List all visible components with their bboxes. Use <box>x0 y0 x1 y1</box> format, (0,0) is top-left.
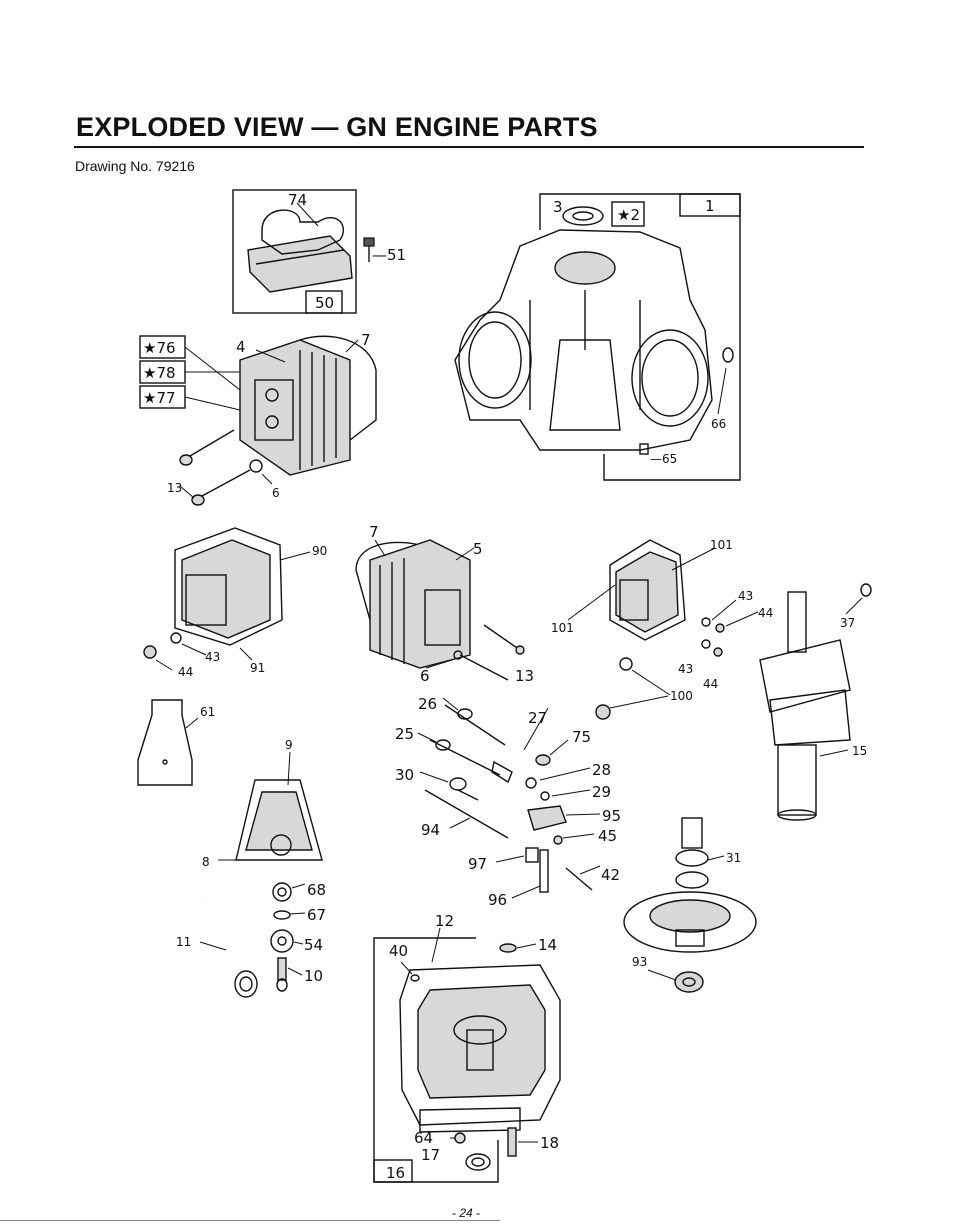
callout-96: 96 <box>488 891 507 909</box>
callout-66: 66 <box>711 417 726 431</box>
breather-assembly <box>218 751 323 992</box>
callout-43b: 43 <box>738 589 753 603</box>
callout-6a: 6 <box>272 486 280 500</box>
callout-101b: 101 <box>551 621 574 635</box>
callout-67: 67 <box>307 906 326 924</box>
callout-28: 28 <box>592 761 611 779</box>
callout-13a: 13 <box>167 481 182 495</box>
camshaft-assembly <box>623 817 757 993</box>
valve-train <box>417 697 601 899</box>
callout-68: 68 <box>307 881 326 899</box>
head-bolts <box>179 429 273 506</box>
callout-97: 97 <box>468 855 487 873</box>
callout-16: 16 <box>386 1164 405 1182</box>
callout-43c: 43 <box>678 662 693 676</box>
cylinder-block-group <box>454 193 741 481</box>
callout-74: 74 <box>288 191 307 209</box>
callout-18: 18 <box>540 1134 559 1152</box>
callout-50: 50 <box>315 294 334 312</box>
page-title: EXPLODED VIEW — GN ENGINE PARTS <box>76 112 598 142</box>
callout-45: 45 <box>598 827 617 845</box>
callout-4: 4 <box>236 338 246 356</box>
callout-13b: 13 <box>515 667 534 685</box>
callout-65: —65 <box>650 452 677 466</box>
callout-15: 15 <box>852 744 867 758</box>
callout-17: 17 <box>421 1146 440 1164</box>
ignition-module-group <box>232 189 375 314</box>
callout-9: 9 <box>285 738 293 752</box>
callout-44a: 44 <box>178 665 193 679</box>
callout-26: 26 <box>418 695 437 713</box>
callout-44b: 44 <box>758 606 773 620</box>
callout-78: ★78 <box>143 364 176 382</box>
title-rule <box>74 146 864 148</box>
gasket-kit-boxes <box>139 335 241 411</box>
callout-6b: 6 <box>420 667 430 685</box>
callout-43a: 43 <box>205 650 220 664</box>
cylinder-head-upper <box>239 335 377 476</box>
callout-12: 12 <box>435 912 454 930</box>
callout-40: 40 <box>389 942 408 960</box>
callout-94: 94 <box>421 821 440 839</box>
callout-54: 54 <box>304 936 323 954</box>
callout-29: 29 <box>592 783 611 801</box>
callout-44c: 44 <box>703 677 718 691</box>
callout-10: 10 <box>304 967 323 985</box>
callout-51: —51 <box>372 246 406 264</box>
callout-101a: 101 <box>710 538 733 552</box>
callout-5: 5 <box>473 540 483 558</box>
callout-91: 91 <box>250 661 265 675</box>
oil-bottle <box>137 699 199 786</box>
callout-76: ★76 <box>143 339 176 357</box>
footer-rule <box>0 1220 500 1221</box>
callout-1: 1 <box>705 197 715 215</box>
callout-7b: 7 <box>369 523 379 541</box>
callout-2: ★2 <box>617 206 640 224</box>
callout-90: 90 <box>312 544 327 558</box>
callout-100: 100 <box>670 689 693 703</box>
page-number: - 24 - <box>452 1206 481 1220</box>
callout-61: 61 <box>200 705 215 719</box>
callout-37: 37 <box>840 616 855 630</box>
callout-3: 3 <box>553 198 563 216</box>
callout-95: 95 <box>602 807 621 825</box>
callout-7a: 7 <box>361 331 371 349</box>
callout-31: 31 <box>726 851 741 865</box>
drawing-number: Drawing No. 79216 <box>75 158 195 174</box>
callout-42: 42 <box>601 866 620 884</box>
callout-93: 93 <box>632 955 647 969</box>
callout-14: 14 <box>538 936 557 954</box>
breather-tube <box>199 898 260 998</box>
crankshaft <box>759 583 872 821</box>
callout-77: ★77 <box>143 389 176 407</box>
valve-cover-left <box>143 527 311 671</box>
valve-cover-right <box>567 539 759 720</box>
callout-25: 25 <box>395 725 414 743</box>
callout-64: 64 <box>414 1129 433 1147</box>
callout-27: 27 <box>528 709 547 727</box>
callout-11: 11 <box>176 935 191 949</box>
crankcase-cover-group <box>373 927 561 1183</box>
callout-8: 8 <box>202 855 210 869</box>
callout-75: 75 <box>572 728 591 746</box>
callout-30: 30 <box>395 766 414 784</box>
cylinder-head-lower <box>355 539 525 681</box>
